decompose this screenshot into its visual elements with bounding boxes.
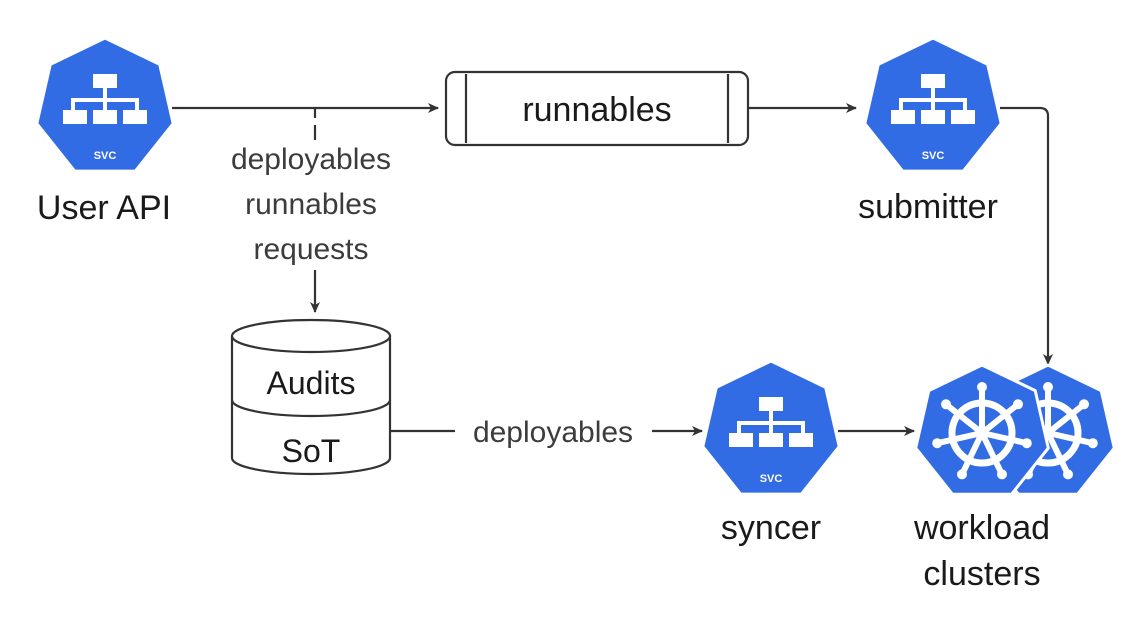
edge-label-runnables: runnables [245, 188, 377, 221]
svg-text:SVC: SVC [922, 150, 945, 162]
cluster-front-wheel-icon [914, 363, 1050, 496]
clusters-label-line1: workload [913, 509, 1050, 547]
database-bottom-label: SoT [282, 433, 341, 469]
edge-label-requests: requests [253, 233, 368, 266]
clusters-label-line2: clusters [923, 555, 1040, 593]
database-cylinder: Audits SoT [230, 318, 392, 476]
submitter-svc-icon: SVC [863, 36, 1003, 173]
user-api-label: User API [37, 189, 171, 227]
user-api-svc-icon: SVC [35, 36, 175, 173]
runnables-queue: runnables [444, 70, 750, 147]
svg-text:SVC: SVC [94, 150, 117, 162]
edge-submitter-to-clusters [1000, 106, 1053, 365]
svg-text:SVC: SVC [760, 473, 783, 485]
syncer-svc-icon: SVC [701, 359, 841, 496]
queue-label: runnables [522, 91, 671, 129]
edge-label-deployables: deployables [231, 143, 391, 176]
syncer-label: syncer [721, 509, 821, 547]
database-top-label: Audits [267, 365, 356, 401]
submitter-label: submitter [858, 188, 998, 226]
edge-label-sync-deployables: deployables [473, 416, 633, 449]
